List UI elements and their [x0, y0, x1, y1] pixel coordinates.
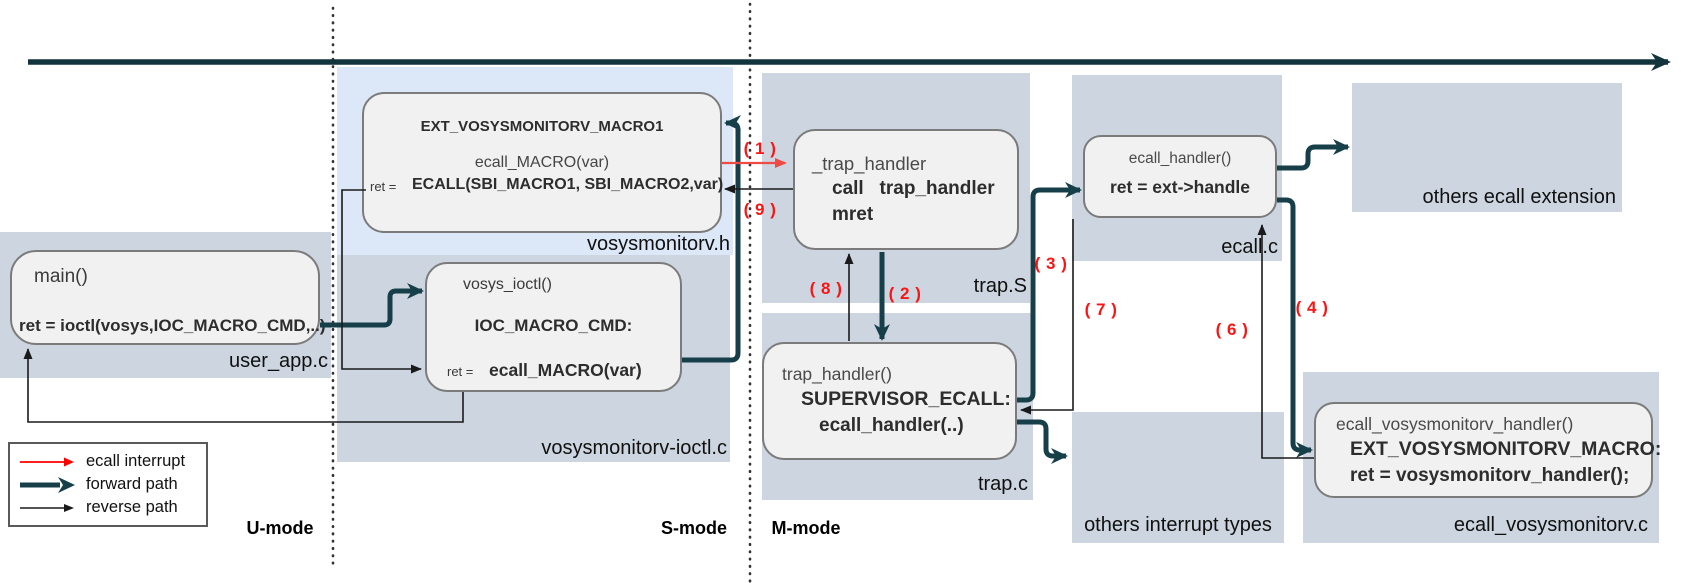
- file-label-ecall-vosysmonitorv-c: ecall_vosysmonitorv.c: [1453, 514, 1648, 536]
- box-trap-handler-asm: _trap_handler call trap_handler mret: [793, 129, 1019, 250]
- box-ecall-handler: ecall_handler() ret = ext->handle: [1083, 135, 1277, 218]
- file-label-vosysmonitorv-ioctl-c: vosysmonitorv-ioctl.c: [541, 437, 727, 459]
- file-label-ecall-c: ecall.c: [1221, 236, 1278, 258]
- box-trap-asm-mret: mret: [832, 204, 874, 225]
- box-ioctl-code: ecall_MACRO(var): [489, 360, 642, 380]
- box-ioctl-title: vosys_ioctl(): [463, 276, 552, 293]
- mode-label-u-mode: U-mode: [246, 518, 314, 538]
- box-main-code: ret = ioctl(vosys,IOC_MACRO_CMD,..): [19, 316, 326, 335]
- box-trap-asm-call: call trap_handler: [832, 178, 995, 199]
- step-label-7: ( 7 ): [1084, 300, 1118, 319]
- reverse-path-arrow-icon: [20, 503, 74, 512]
- step-label-2: ( 2 ): [888, 284, 922, 303]
- legend-row-ecall-interrupt: ecall interrupt: [18, 452, 198, 471]
- ecall-interrupt-arrow-icon: [20, 457, 74, 466]
- box-ext-title: ecall_vosysmonitorv_handler(): [1336, 414, 1574, 434]
- forward-path-arrow-icon: [20, 476, 75, 493]
- box-header-title: EXT_VOSYSMONITORV_MACRO1: [420, 118, 664, 135]
- box-trap-c-title: trap_handler(): [782, 364, 892, 384]
- box-vosys-ioctl: vosys_ioctl() IOC_MACRO_CMD: ret = ecall…: [425, 262, 682, 392]
- panel-others-ecall-extension: [1352, 83, 1622, 212]
- legend-label-reverse-path: reverse path: [86, 498, 178, 516]
- box-ecall-title: ecall_handler(): [1128, 150, 1232, 167]
- file-label-user-app: user_app.c: [229, 350, 328, 372]
- mode-label-s-mode: S-mode: [660, 518, 727, 538]
- step-label-4: ( 4 ): [1295, 298, 1329, 317]
- file-label-trap-s: trap.S: [973, 275, 1027, 297]
- file-label-trap-c: trap.c: [977, 473, 1028, 495]
- box-main: main() ret = ioctl(vosys,IOC_MACRO_CMD,.…: [10, 250, 326, 345]
- legend-label-ecall-interrupt: ecall interrupt: [86, 452, 186, 470]
- forward-to-others-ecall-extension: [1277, 139, 1350, 171]
- box-ext-code: ret = vosysmonitorv_handler();: [1350, 465, 1630, 486]
- legend-label-forward-path: forward path: [86, 475, 178, 493]
- box-header-ecall-macro: ecall_MACRO(var): [474, 154, 610, 171]
- box-main-title: main(): [34, 266, 88, 287]
- zone-label-others-interrupt-types: others interrupt types: [1084, 514, 1272, 536]
- box-ioctl-case: IOC_MACRO_CMD:: [474, 316, 633, 335]
- panel-others-interrupt-types: [1072, 412, 1284, 543]
- box-ecall-vosysmonitorv-handler: ecall_vosysmonitorv_handler() EXT_VOSYSM…: [1314, 402, 1661, 498]
- box-trap-c-code: ecall_handler(..): [819, 415, 964, 436]
- box-ext-vosysmonitorv-macro1: EXT_VOSYSMONITORV_MACRO1 ecall_MACRO(var…: [362, 92, 724, 233]
- step-label-8: ( 8 ): [809, 279, 843, 298]
- legend-row-forward-path: forward path: [18, 475, 198, 494]
- zone-label-others-ecall-extension: others ecall extension: [1422, 186, 1616, 208]
- box-ext-case: EXT_VOSYSMONITORV_MACRO:: [1350, 438, 1662, 460]
- legend: ecall interrupt forward path reverse pat…: [8, 442, 208, 527]
- box-trap-asm-title: _trap_handler: [812, 153, 927, 174]
- step-label-9: ( 9 ): [743, 200, 777, 219]
- legend-row-reverse-path: reverse path: [18, 498, 198, 517]
- mode-label-m-mode: M-mode: [771, 518, 841, 538]
- box-header-ecall-code: ECALL(SBI_MACRO1, SBI_MACRO2,var): [412, 176, 724, 193]
- box-trap-handler-c: trap_handler() SUPERVISOR_ECALL: ecall_h…: [762, 342, 1017, 460]
- box-trap-c-case: SUPERVISOR_ECALL:: [801, 388, 1011, 410]
- box-ioctl-ret-label: ret =: [447, 364, 474, 379]
- step-label-1: ( 1 ): [743, 139, 777, 158]
- step-label-6: ( 6 ): [1215, 320, 1249, 339]
- box-ecall-code: ret = ext->handle: [1109, 177, 1251, 197]
- file-label-vosysmonitorv-h: vosysmonitorv.h: [586, 233, 730, 255]
- box-header-ret-label: ret =: [370, 179, 397, 194]
- step-label-3: ( 3 ): [1034, 254, 1068, 273]
